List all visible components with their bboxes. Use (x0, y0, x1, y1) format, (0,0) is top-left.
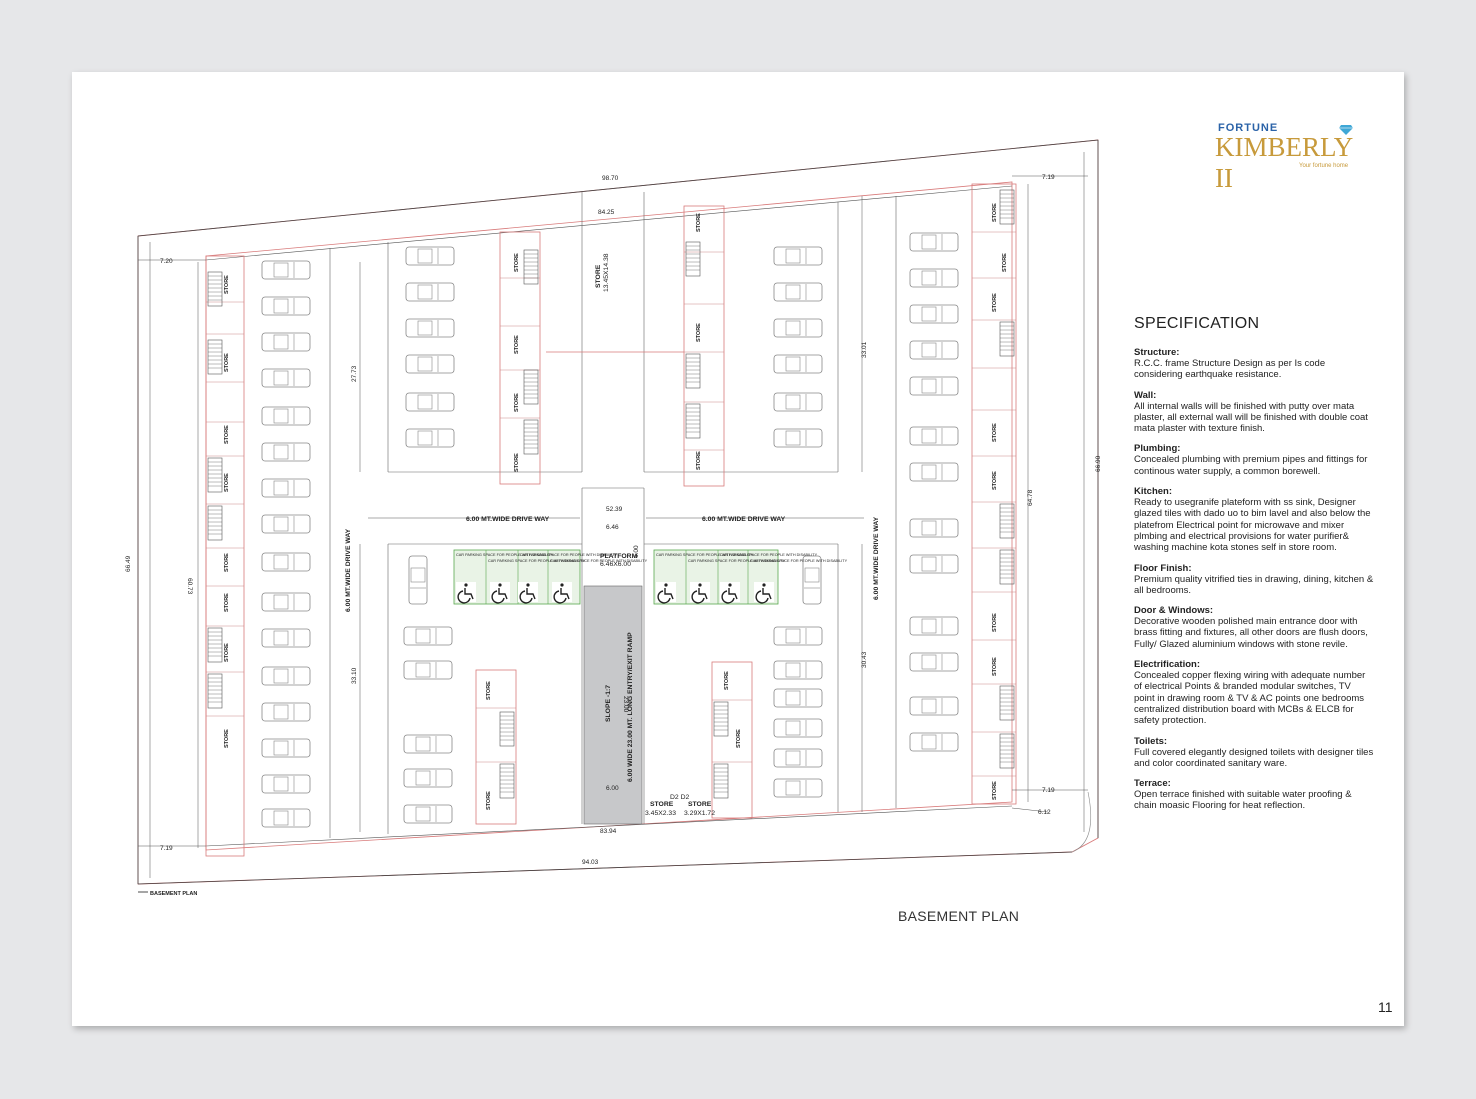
spec-section-floor-finish: Floor Finish: Premium quality vitrified … (1134, 562, 1374, 596)
svg-text:STORE: STORE (696, 323, 702, 342)
svg-text:STORE: STORE (514, 253, 520, 272)
svg-text:CAR PARKING SPACE FOR PEOPLE W: CAR PARKING SPACE FOR PEOPLE WITH DISABI… (488, 559, 586, 563)
driveway-right-vertical-label: 6.00 MT.WIDE DRIVE WAY (873, 516, 880, 600)
dim-plat-w: 52.39 (606, 506, 623, 513)
plan-title: BASEMENT PLAN (898, 908, 1020, 924)
svg-text:STORE: STORE (992, 203, 998, 222)
dim-right-bottom-off: 7.19 (1042, 787, 1055, 794)
store-b-size: 3.29X1.72 (684, 810, 715, 817)
dim-right-top-off: 7.19 (1042, 174, 1055, 181)
driveway-right-label: 6.00 MT.WIDE DRIVE WAY (702, 516, 786, 523)
spec-section-toilets: Toilets: Full covered elegantly designed… (1134, 735, 1374, 769)
svg-text:CAR PARKING SPACE FOR PEOPLE W: CAR PARKING SPACE FOR PEOPLE WITH DISABI… (520, 553, 618, 557)
store-a-size: 3.45X2.33 (645, 810, 676, 817)
spec-section-wall: Wall: All internal walls will be finishe… (1134, 389, 1368, 435)
svg-text:STORE: STORE (514, 335, 520, 354)
platform-size: 6.46X6.00 (600, 561, 631, 568)
svg-text:STORE: STORE (224, 729, 230, 748)
dim-plat-in: 6.46 (606, 524, 619, 531)
brand-top: FORTUNE (1218, 122, 1279, 134)
svg-text:STORE: STORE (992, 423, 998, 442)
dim-ramp-len: 23.00 (622, 696, 629, 713)
dim-left-inner: 60.73 (186, 578, 193, 595)
dim-top: 98.70 (602, 175, 619, 182)
store-big-size: 13.45X14.38 (603, 253, 610, 292)
spec-section-kitchen: Kitchen: Ready to usegranife plateform w… (1134, 486, 1371, 554)
store-b-label: STORE (688, 801, 712, 808)
svg-text:CAR PARKING SPACE FOR PEOPLE W: CAR PARKING SPACE FOR PEOPLE WITH DISABI… (720, 553, 818, 557)
specification-panel: SPECIFICATION Structure: R.C.C. frame St… (1134, 315, 1374, 821)
svg-text:STORE: STORE (696, 213, 702, 232)
spec-section-electrification: Electrification: Concealed copper flexin… (1134, 659, 1366, 727)
door-d2-label: D2 D2 (670, 794, 689, 801)
svg-text:STORE: STORE (992, 781, 998, 800)
spec-section-terrace: Terrace: Open terrace finished with suit… (1134, 778, 1352, 812)
dim-right-total: 66.90 (1095, 455, 1102, 472)
svg-text:STORE: STORE (224, 353, 230, 372)
slope-label: SLOPE -1:7 (605, 685, 612, 722)
basement-floor-plan: 98.70 84.25 94.03 83.94 7.20 7.19 7.19 7… (125, 139, 1102, 897)
dim-plat-h: 6.00 (633, 545, 640, 558)
specification-title: SPECIFICATION (1134, 315, 1260, 332)
dim-mid-lower: 33.10 (351, 667, 358, 684)
ramp-label: 6.00 WIDE 23.00 MT. LONG ENTRY/EXIT RAMP (627, 632, 634, 782)
diamond-icon (1339, 125, 1353, 135)
dim-left-bottom-off: 7.19 (160, 845, 173, 852)
driveway-left-label: 6.00 MT.WIDE DRIVE WAY (466, 516, 550, 523)
svg-text:STORE: STORE (224, 425, 230, 444)
spec-section-plumbing: Plumbing: Concealed plumbing with premiu… (1134, 443, 1368, 477)
platform-label: PLATFORM (600, 553, 638, 560)
svg-text:STORE: STORE (1002, 253, 1008, 272)
svg-text:STORE: STORE (224, 473, 230, 492)
svg-text:STORE: STORE (992, 613, 998, 632)
svg-text:CAR PARKING SPACE FOR PEOPLE W: CAR PARKING SPACE FOR PEOPLE WITH DISABI… (656, 553, 754, 557)
svg-text:STORE: STORE (514, 453, 520, 472)
svg-text:STORE: STORE (486, 791, 492, 810)
svg-text:STORE: STORE (486, 681, 492, 700)
page-number: 11 (1378, 999, 1393, 1015)
brochure-page: FORTUNE KIMBERLY II Your fortune home (72, 72, 1404, 1026)
svg-text:STORE: STORE (696, 451, 702, 470)
svg-text:CAR PARKING SPACE FOR PEOPLE W: CAR PARKING SPACE FOR PEOPLE WITH DISABI… (750, 559, 848, 563)
driveway-mid-label: 6.00 MT.WIDE DRIVE WAY (345, 528, 352, 612)
basement-plan-small-label: BASEMENT PLAN (150, 891, 197, 897)
svg-text:STORE: STORE (992, 471, 998, 490)
svg-text:STORE: STORE (224, 275, 230, 294)
dim-bottom-inner: 83.94 (600, 828, 617, 835)
dim-left-total: 66.49 (125, 555, 132, 572)
store-big-label: STORE (595, 264, 602, 288)
spec-section-structure: Structure: R.C.C. frame Structure Design… (1134, 347, 1326, 381)
dim-right-inner: 64.78 (1027, 489, 1034, 506)
brand-logo: FORTUNE KIMBERLY II Your fortune home (1215, 120, 1365, 193)
svg-text:STORE: STORE (224, 643, 230, 662)
svg-text:STORE: STORE (514, 393, 520, 412)
svg-text:STORE: STORE (224, 553, 230, 572)
dim-right-lower: 30.43 (861, 651, 868, 668)
svg-text:CAR PARKING SPACE FOR PEOPLE W: CAR PARKING SPACE FOR PEOPLE WITH DISABI… (688, 559, 786, 563)
dim-left-top-off: 7.20 (160, 258, 173, 265)
svg-text:CAR PARKING SPACE FOR PEOPLE W: CAR PARKING SPACE FOR PEOPLE WITH DISABI… (456, 553, 554, 557)
brand-name: KIMBERLY II (1215, 132, 1353, 193)
dim-top-inner: 84.25 (598, 209, 615, 216)
svg-text:CAR PARKING SPACE FOR PEOPLE W: CAR PARKING SPACE FOR PEOPLE WITH DISABI… (550, 559, 648, 563)
brand-tagline: Your fortune home (1299, 163, 1349, 169)
dim-right-corner: 6.12 (1038, 809, 1051, 816)
svg-text:STORE: STORE (992, 293, 998, 312)
dim-right-upper: 33.01 (861, 341, 868, 358)
store-a-label: STORE (650, 801, 674, 808)
dim-bottom: 94.03 (582, 859, 599, 866)
dim-mid-upper: 27.73 (351, 365, 358, 382)
svg-text:STORE: STORE (736, 729, 742, 748)
dim-ramp-w: 6.00 (606, 785, 619, 792)
svg-text:STORE: STORE (224, 593, 230, 612)
svg-text:STORE: STORE (724, 671, 730, 690)
svg-text:STORE: STORE (992, 657, 998, 676)
spec-section-door-windows: Door & Windows: Decorative wooden polish… (1134, 605, 1368, 650)
